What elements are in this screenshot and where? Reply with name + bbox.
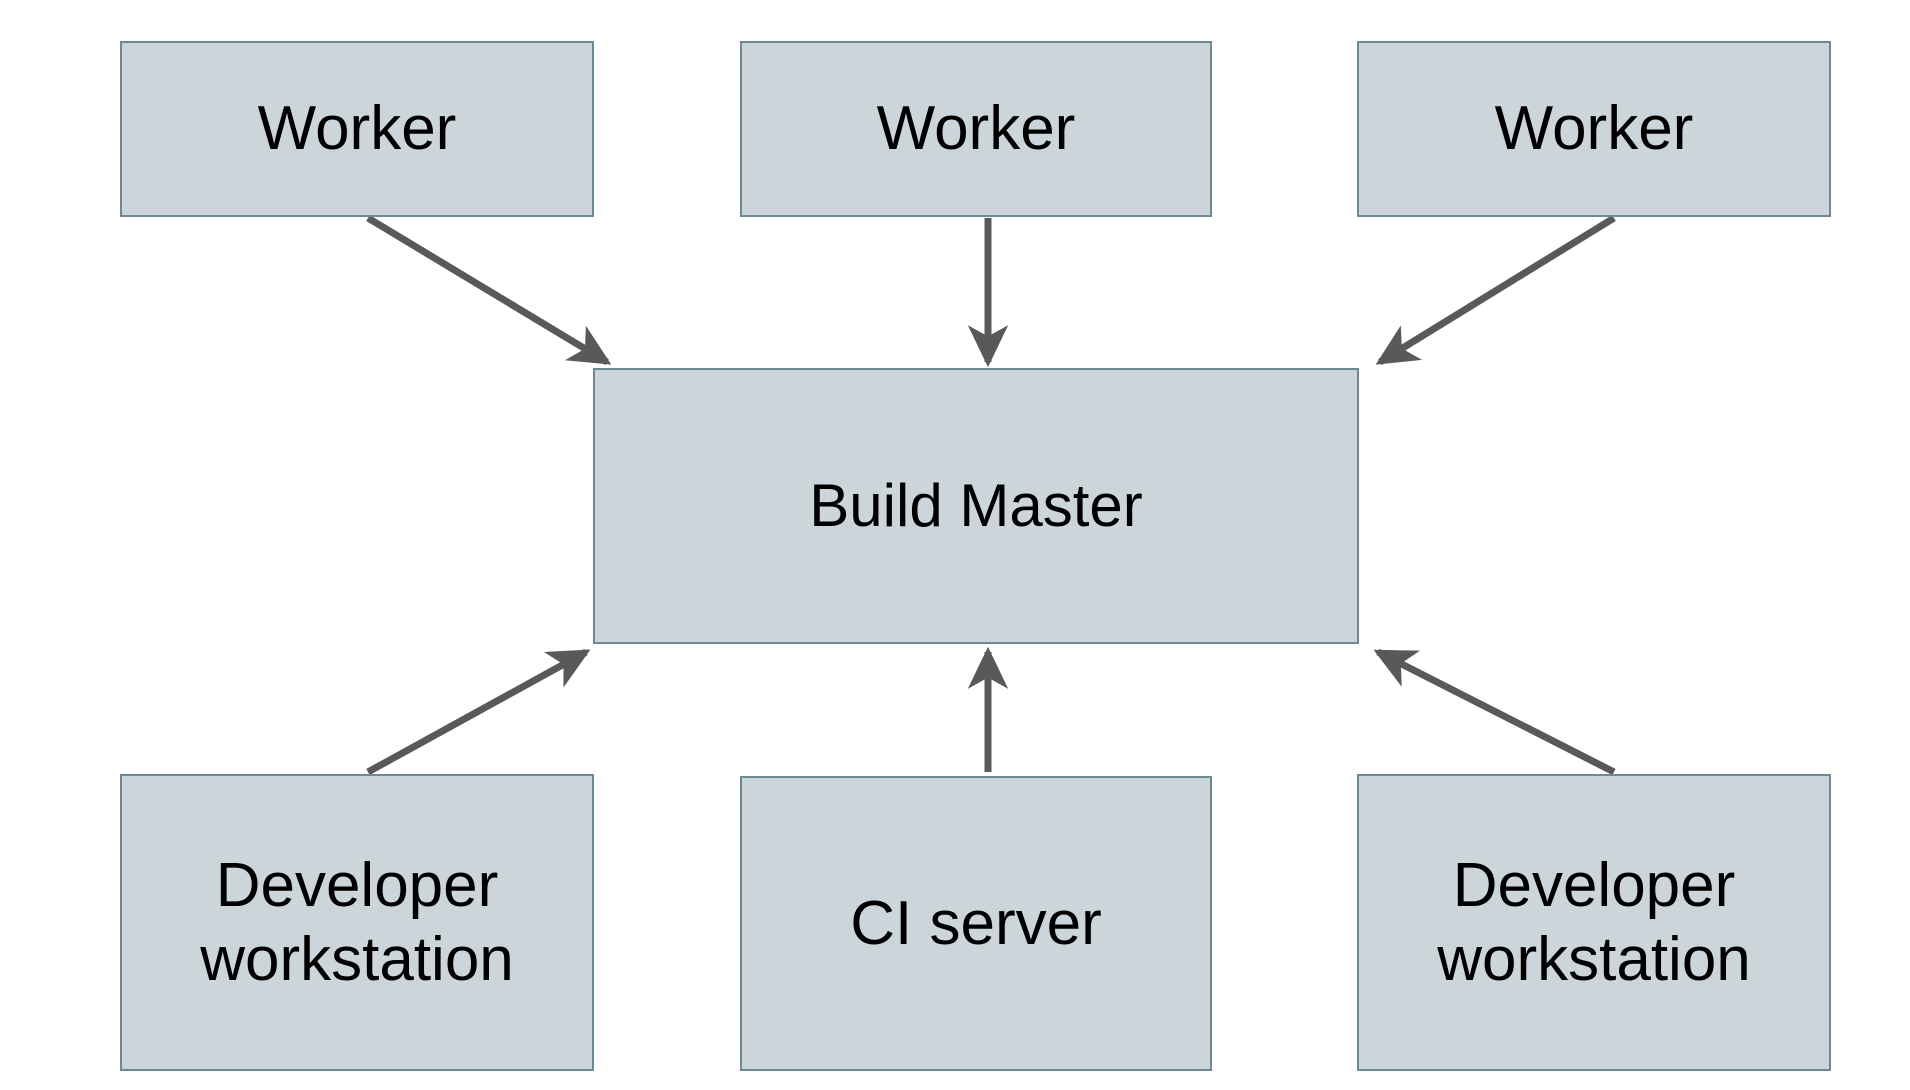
edge-worker-3-to-build-master	[1375, 215, 1616, 365]
edge-dev-1-to-build-master	[366, 648, 591, 776]
node-build-master-label: Build Master	[809, 471, 1143, 539]
edge-dev-2-to-build-master	[1373, 648, 1616, 776]
node-developer-workstation-2-label: Developer workstation	[1437, 851, 1751, 994]
node-developer-workstation-1-label: Developer workstation	[200, 851, 514, 994]
node-build-master[interactable]: Build Master	[593, 368, 1359, 644]
node-ci-server[interactable]: CI server	[740, 776, 1212, 1071]
node-developer-workstation-1[interactable]: Developer workstation	[120, 774, 594, 1071]
node-worker-2-label: Worker	[876, 94, 1076, 164]
edge-worker-1-to-build-master	[366, 215, 612, 365]
node-worker-3-label: Worker	[1494, 94, 1694, 164]
node-developer-workstation-2[interactable]: Developer workstation	[1357, 774, 1831, 1071]
node-worker-1[interactable]: Worker	[120, 41, 594, 217]
node-ci-server-label: CI server	[850, 888, 1102, 958]
node-worker-2[interactable]: Worker	[740, 41, 1212, 217]
node-worker-1-label: Worker	[257, 94, 457, 164]
node-worker-3[interactable]: Worker	[1357, 41, 1831, 217]
